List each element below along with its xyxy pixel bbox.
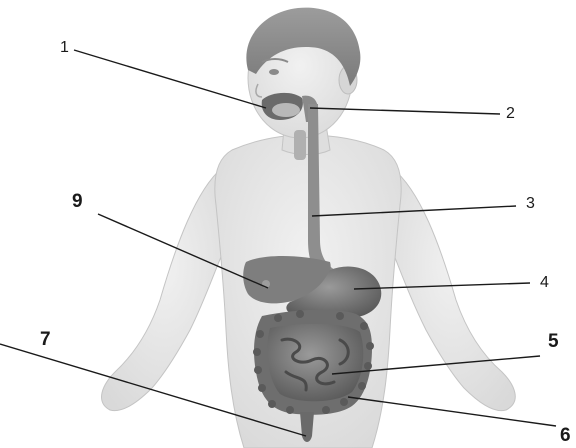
label-5: 5 bbox=[548, 332, 559, 351]
label-6: 6 bbox=[560, 426, 571, 445]
label-7: 7 bbox=[40, 330, 51, 349]
label-9: 9 bbox=[72, 192, 83, 211]
leader-line-1 bbox=[74, 50, 266, 108]
label-4: 4 bbox=[540, 275, 549, 291]
label-1: 1 bbox=[60, 40, 69, 56]
label-2: 2 bbox=[506, 106, 515, 122]
label-3: 3 bbox=[526, 196, 535, 212]
